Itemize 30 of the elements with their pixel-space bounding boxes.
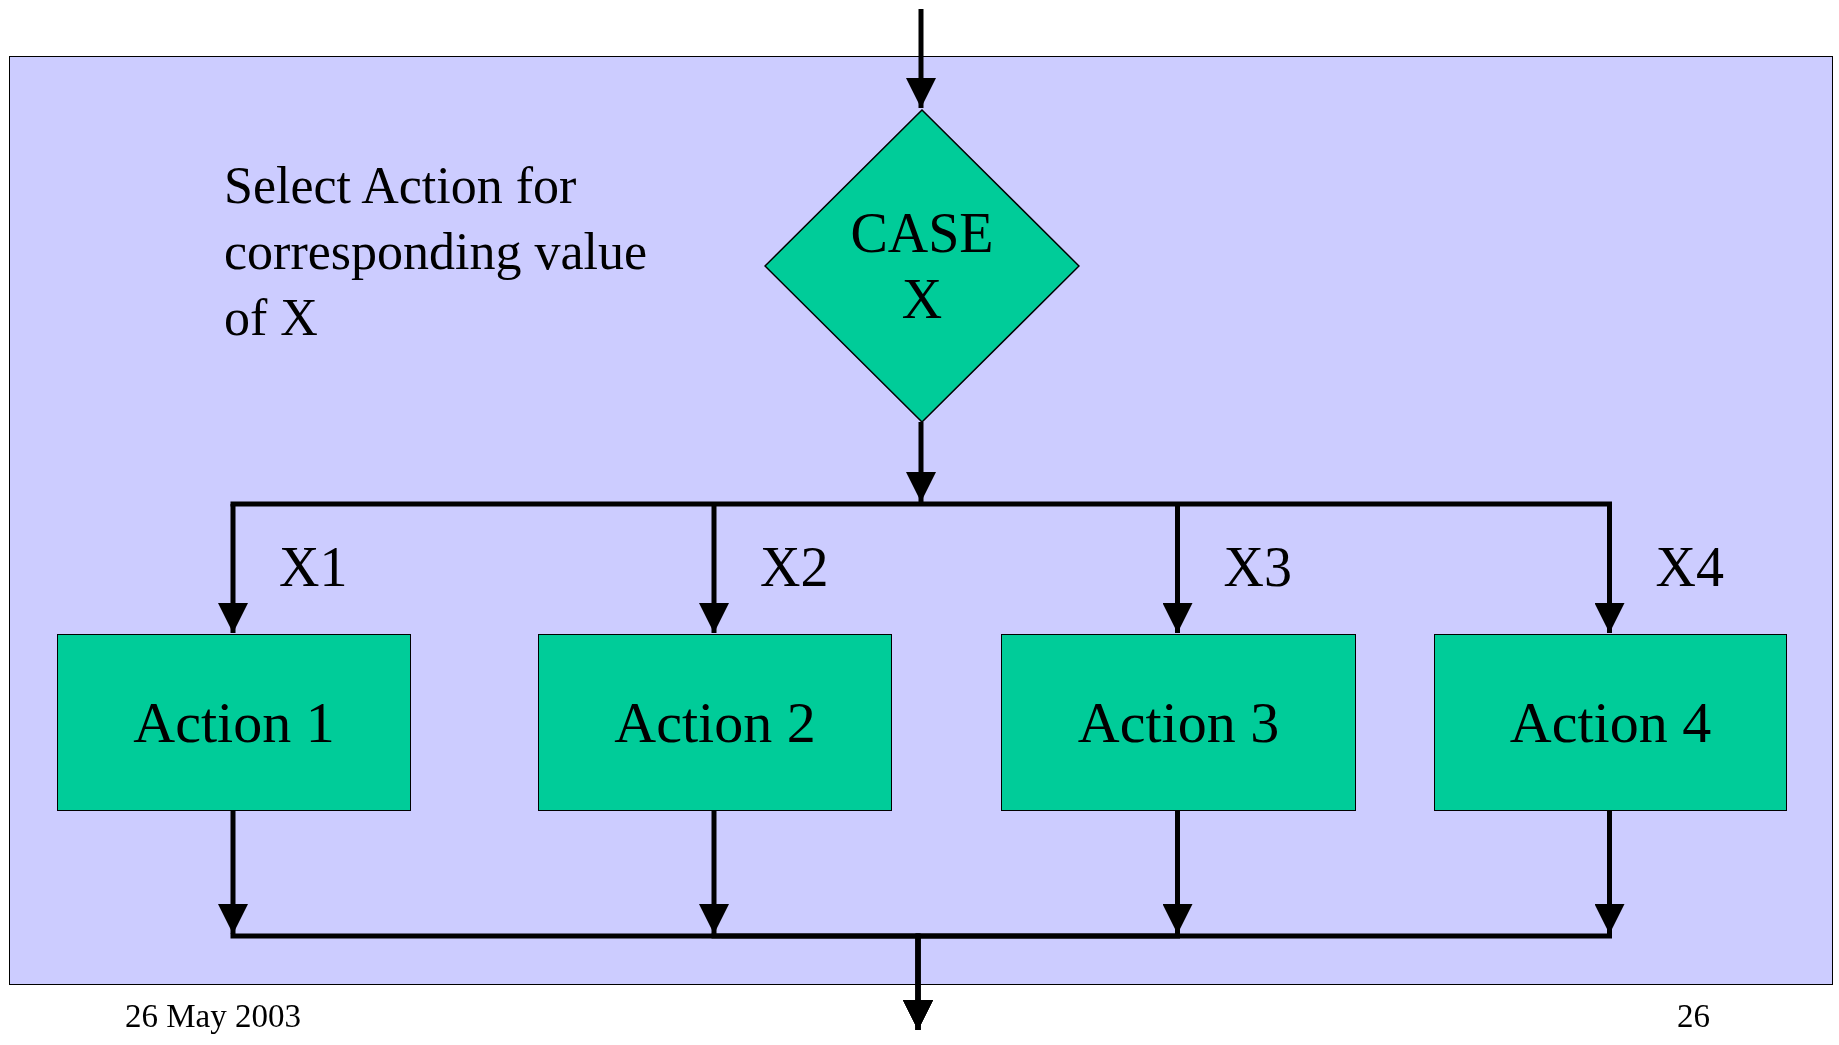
arrow: [903, 933, 1612, 1030]
decision-text: CASE X: [849, 201, 995, 332]
arrow: [906, 422, 936, 502]
process-box: [1001, 634, 1356, 811]
process-text: Action 1: [133, 693, 335, 752]
process-text: Action 3: [1077, 693, 1280, 752]
arrow: [699, 504, 729, 633]
arrow: [1162, 810, 1193, 934]
process-box: [1434, 634, 1787, 811]
connector-line: [230, 501, 1612, 507]
process-box: [538, 634, 892, 811]
edge-label: X3: [1223, 539, 1292, 595]
heading-text: Select Action for corresponding value of X: [224, 156, 649, 348]
process-box: [57, 634, 411, 811]
panel-background: [9, 56, 1833, 985]
edge-label: X1: [279, 539, 348, 595]
process-text: Action 2: [614, 693, 816, 752]
process-text: Action 4: [1509, 693, 1712, 752]
page-number: 26: [1677, 1000, 1710, 1033]
arrow: [1594, 504, 1625, 633]
decision-diamond: [764, 109, 1080, 423]
arrow: [906, 9, 936, 108]
edge-label: X4: [1655, 539, 1724, 595]
date-text: 26 May 2003: [125, 1000, 301, 1033]
arrow: [218, 810, 248, 934]
arrow: [699, 810, 729, 934]
arrow: [1594, 810, 1625, 934]
arrow: [1162, 504, 1193, 633]
arrow: [218, 504, 248, 633]
edge-label: X2: [760, 539, 829, 595]
